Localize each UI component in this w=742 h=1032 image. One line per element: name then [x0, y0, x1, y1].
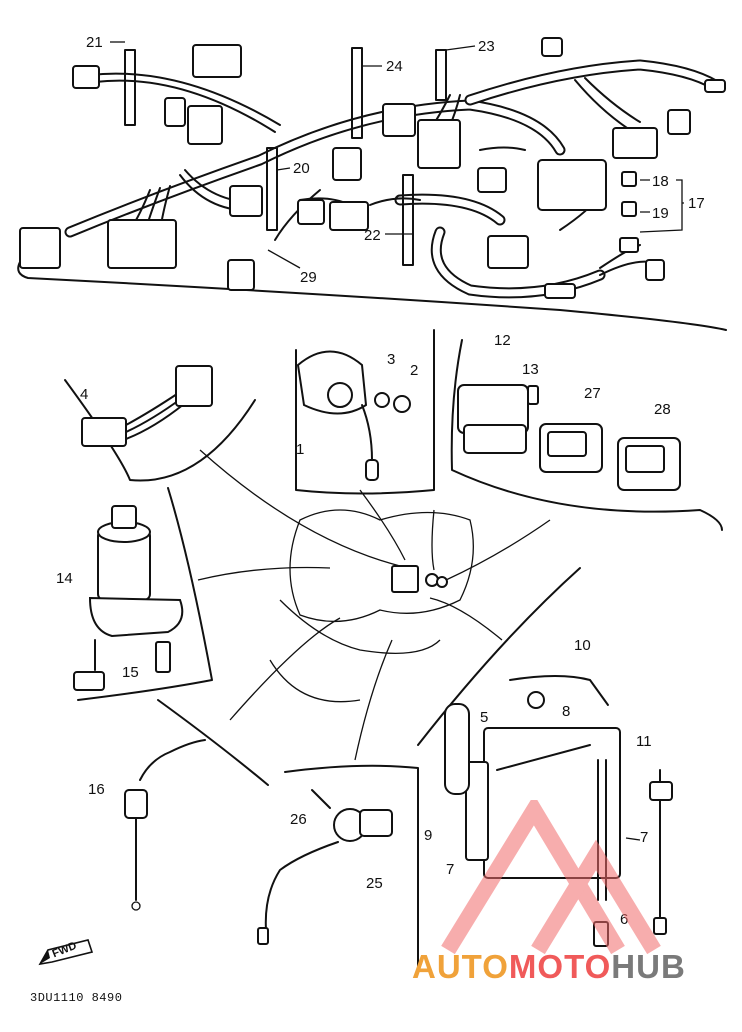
fwd-arrow-icon [38, 939, 94, 966]
part-label-11: 11 [636, 733, 652, 750]
frame-lower-center [284, 764, 419, 971]
part-label-27: 27 [584, 385, 601, 402]
harness-frame [17, 261, 727, 331]
switch-units [457, 384, 681, 491]
part-label-4: 4 [80, 386, 88, 403]
part-label-8: 8 [562, 703, 570, 720]
sub-harness-part [81, 365, 213, 447]
part-label-26: 26 [290, 811, 307, 828]
part-label-16: 16 [88, 781, 105, 798]
watermark-part-moto: MOTO [508, 948, 612, 985]
part-label-10: 10 [574, 637, 591, 654]
part-label-21: 21 [86, 34, 103, 51]
harness-connectors [19, 37, 726, 299]
part-label-23: 23 [478, 38, 495, 55]
watermark-part-hub: HUB [611, 948, 686, 985]
part-label-29: 29 [300, 269, 317, 286]
frame-left-mid [77, 487, 213, 701]
frame-lower-left [157, 699, 269, 786]
frame-outline [269, 509, 474, 703]
frame-lower-right [417, 567, 581, 746]
callout-lines [197, 449, 551, 761]
part-label-12: 12 [494, 332, 511, 349]
watermark-part-auto: AUTO [412, 948, 509, 985]
part-label-6: 6 [620, 911, 628, 928]
part-label-3: 3 [387, 351, 395, 368]
part-label-15: 15 [122, 664, 139, 681]
horn-part [257, 789, 393, 945]
part-label-2: 2 [410, 362, 418, 379]
cable-ties [124, 47, 447, 266]
watermark-triangle-icon [441, 800, 661, 955]
part-label-1: 1 [296, 441, 304, 458]
part-label-7b: 7 [446, 861, 454, 878]
part-label-20: 20 [293, 160, 310, 177]
part-label-19: 19 [652, 205, 669, 222]
part-label-22: 22 [364, 227, 381, 244]
diagram-code: 3DU1110 8490 [30, 991, 123, 1005]
main-switch-part [73, 505, 184, 691]
part-label-17: 17 [688, 195, 705, 212]
part-label-5: 5 [480, 709, 488, 726]
watermark-text: AUTOMOTOHUB [412, 948, 686, 986]
part-label-14: 14 [56, 570, 73, 587]
part-label-28: 28 [654, 401, 671, 418]
frame-right-upper [450, 339, 723, 531]
part-label-7a: 7 [640, 829, 648, 846]
part-label-13: 13 [522, 361, 539, 378]
part-label-25: 25 [366, 875, 383, 892]
leader-lines-top [110, 41, 684, 269]
part-label-24: 24 [386, 58, 403, 75]
brake-switch-part [124, 739, 206, 911]
part-label-9: 9 [424, 827, 432, 844]
part-label-18: 18 [652, 173, 669, 190]
starter-relay-part [296, 350, 411, 481]
